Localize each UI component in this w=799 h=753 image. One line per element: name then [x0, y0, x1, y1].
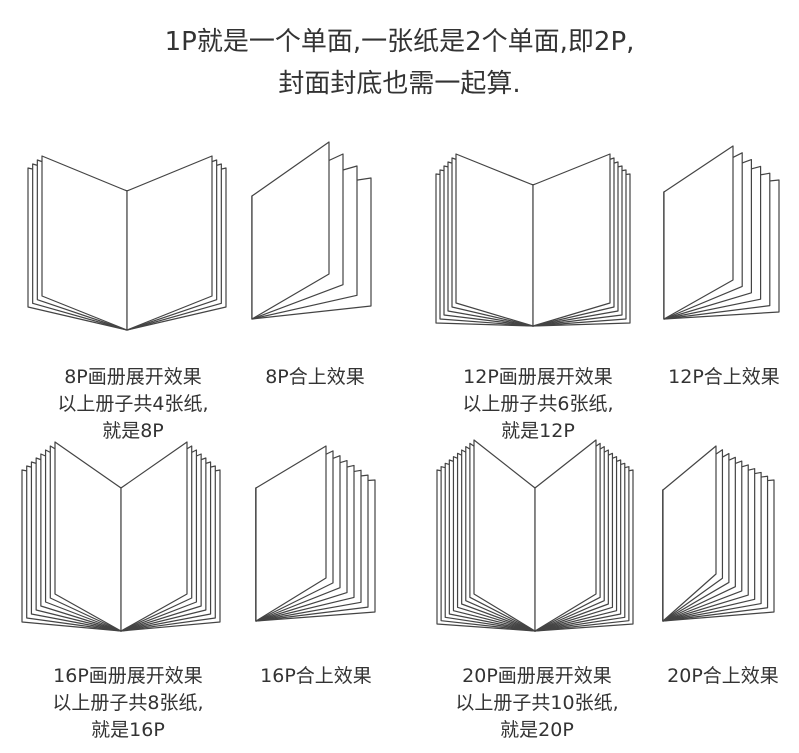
open-caption-line: 就是20P [500, 719, 574, 741]
closed-caption-line: 8P合上效果 [265, 366, 365, 388]
open-right-page [532, 153, 611, 327]
closed-page [251, 141, 330, 320]
open-caption-line: 8P画册展开效果 [64, 366, 202, 388]
closed-page [662, 445, 717, 622]
open-caption-16p: 16P画册展开效果 以上册子共8张纸, 就是16P [23, 663, 233, 744]
closed-page [255, 445, 327, 622]
open-caption-line: 就是8P [102, 420, 164, 442]
open-caption-line: 20P画册展开效果 [462, 665, 612, 687]
open-caption-12p: 12P画册展开效果 以上册子共6张纸, 就是12P [433, 364, 643, 445]
open-right-page [120, 441, 188, 632]
open-caption-line: 就是16P [91, 719, 165, 741]
closed-caption-line: 20P合上效果 [667, 665, 779, 687]
open-caption-line: 以上册子共8张纸, [52, 692, 204, 714]
open-caption-line: 12P画册展开效果 [463, 366, 613, 388]
header-line-1: 1P就是一个单面,一张纸是2个单面,即2P, [164, 27, 635, 57]
open-caption-line: 以上册子共4张纸, [57, 393, 209, 415]
closed-caption-12p: 12P合上效果 [652, 364, 796, 391]
open-caption-line: 以上册子共10张纸, [455, 692, 619, 714]
open-caption-line: 16P画册展开效果 [53, 665, 203, 687]
closed-page [663, 145, 734, 320]
open-right-page [534, 439, 597, 632]
closed-caption-16p: 16P合上效果 [241, 663, 391, 690]
open-caption-line: 就是12P [501, 420, 575, 442]
closed-caption-20p: 20P合上效果 [650, 663, 796, 690]
closed-caption-line: 16P合上效果 [260, 665, 372, 687]
open-right-page [126, 155, 213, 331]
open-left-page [455, 153, 534, 327]
open-caption-line: 以上册子共6张纸, [462, 393, 614, 415]
closed-caption-8p: 8P合上效果 [245, 364, 385, 391]
closed-caption-line: 12P合上效果 [668, 366, 780, 388]
open-caption-20p: 20P画册展开效果 以上册子共10张纸, 就是20P [432, 663, 642, 744]
open-caption-8p: 8P画册展开效果 以上册子共4张纸, 就是8P [28, 364, 238, 445]
header-line-2: 封面封底也需一起算. [278, 69, 521, 99]
